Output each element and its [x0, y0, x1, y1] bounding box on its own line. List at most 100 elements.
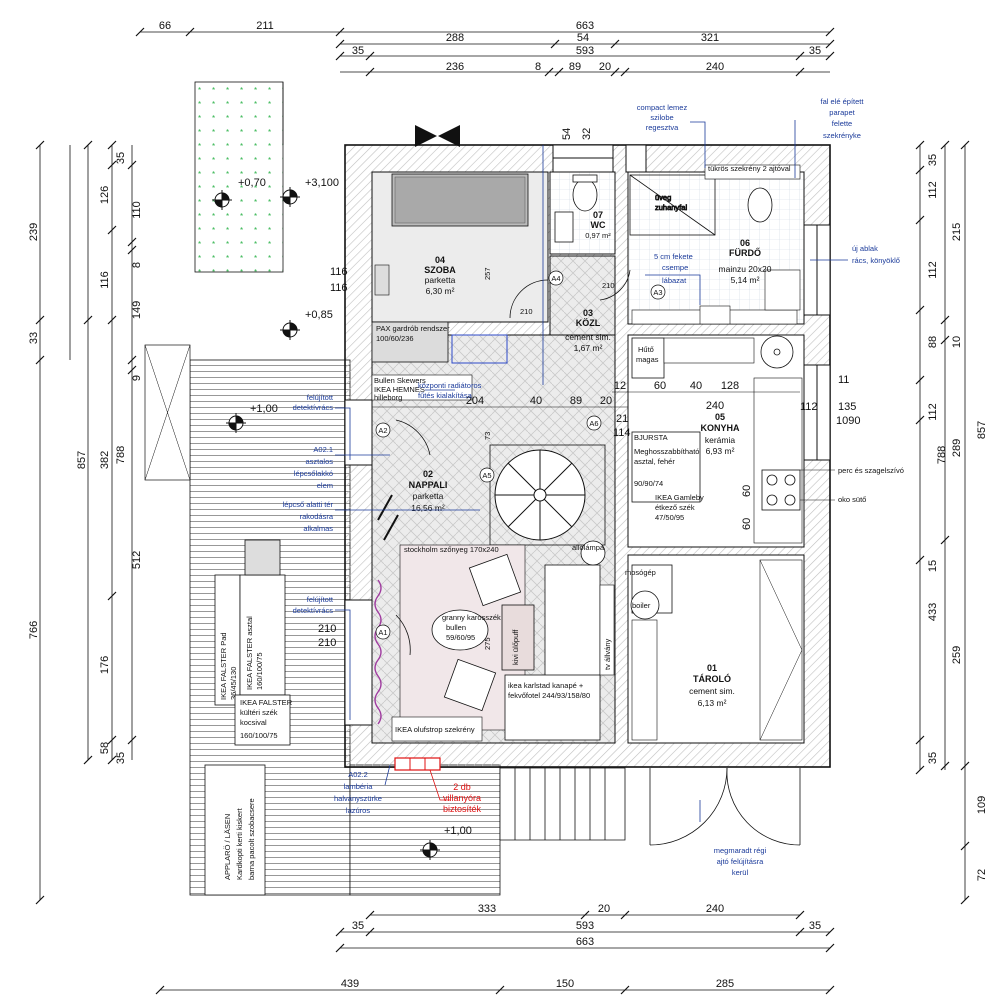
svg-text:20: 20	[600, 395, 612, 407]
dimension-labels-bottom: 333 20 240 35 593 35 663 439 150 285	[341, 903, 821, 990]
furniture-label: IKEA olufstrop szekrény	[395, 725, 475, 734]
stair-enclosure	[489, 444, 606, 546]
svg-text:TÁROLÓ: TÁROLÓ	[693, 673, 731, 684]
interior-dims: 116 116 204 40 89 20 12 60 40 128 240 11…	[318, 128, 860, 650]
svg-text:1,67 m²: 1,67 m²	[574, 343, 603, 353]
furniture-label: Bullen Skewers	[374, 376, 426, 385]
dim-label: 211	[256, 20, 274, 32]
svg-text:ajtó felújításra: ajtó felújításra	[717, 857, 765, 866]
dim-label: 109	[976, 796, 988, 814]
svg-text:210: 210	[520, 307, 533, 316]
svg-text:+1,00: +1,00	[250, 403, 278, 415]
dimension-labels-right: 35 112 112 88 112 15 433 35 215 10 289 2…	[927, 154, 988, 881]
svg-text:07: 07	[593, 210, 603, 220]
dim-label: 321	[701, 32, 719, 44]
svg-text:regesztva: regesztva	[646, 123, 679, 132]
svg-text:biztosíték: biztosíték	[443, 804, 482, 814]
svg-text:NAPPALI: NAPPALI	[409, 480, 448, 490]
svg-text:parapet: parapet	[829, 108, 855, 117]
svg-text:rakodásra: rakodásra	[300, 512, 334, 521]
svg-text:04: 04	[435, 255, 445, 265]
svg-text:FÜRDŐ: FÜRDŐ	[729, 247, 761, 258]
furniture-label: magas	[636, 355, 659, 364]
svg-text:05: 05	[715, 412, 725, 422]
dim-label: 240	[706, 903, 724, 915]
svg-text:275: 275	[483, 637, 492, 650]
svg-text:detektívrács: detektívrács	[293, 403, 334, 412]
dimension-labels-top: 66 211 663 288 54 321 35 593 35 236 8 89…	[159, 20, 821, 73]
svg-text:villanyóra: villanyóra	[443, 793, 481, 803]
furniture-label: IKEA HEMNES	[374, 385, 425, 394]
svg-text:135: 135	[838, 401, 856, 413]
svg-text:210: 210	[602, 281, 615, 290]
furniture-label: 90/90/74	[634, 479, 663, 488]
furniture-label: kültéri szék	[240, 708, 278, 717]
svg-text:mainzu 20x20: mainzu 20x20	[719, 264, 772, 274]
storage-closet	[759, 559, 803, 741]
svg-text:alkalmas: alkalmas	[303, 524, 333, 533]
dim-label: 333	[478, 903, 496, 915]
furniture-label: BJURSTA	[634, 433, 668, 442]
svg-text:KONYHA: KONYHA	[700, 423, 740, 433]
armchair-2	[443, 658, 497, 712]
fridge: Hűtő magas	[631, 337, 665, 379]
svg-text:detektívrács: detektívrács	[293, 606, 334, 615]
svg-text:új ablak: új ablak	[852, 244, 878, 253]
dim-label: 9	[131, 375, 143, 381]
svg-text:A02.2: A02.2	[348, 770, 368, 779]
furniture-label: tükrös szekrény 2 ajtóval	[708, 164, 791, 173]
svg-text:6,93 m²: 6,93 m²	[706, 446, 735, 456]
svg-text:központi radiátoros: központi radiátoros	[418, 381, 482, 390]
dim-label: 112	[927, 261, 939, 279]
furniture-label: 59/60/95	[446, 633, 475, 642]
toilet-bath	[747, 187, 773, 223]
furniture-label: Hűtő	[638, 345, 654, 354]
dim-label: 35	[927, 752, 939, 764]
furniture-label: IKEA FALSTER Pad	[219, 632, 228, 700]
svg-text:A6: A6	[589, 419, 598, 428]
dim-label: 15	[927, 560, 939, 572]
dim-label: 788	[936, 446, 948, 464]
svg-text:40: 40	[530, 395, 542, 407]
door-tag-labels: A1 A2 A4 A3 A6 A5	[378, 274, 662, 637]
room-label-kozl: 03 KÖZL cement sim. 1,67 m²	[565, 308, 611, 353]
dim-label: 35	[115, 752, 127, 764]
svg-text:cement sim.: cement sim.	[689, 686, 735, 696]
furniture-label: kocsival	[240, 718, 267, 727]
dim-label: 88	[927, 336, 939, 348]
dim-label: 433	[927, 603, 939, 621]
dim-label: 72	[976, 869, 988, 881]
dim-label: 10	[951, 336, 963, 348]
svg-text:54: 54	[561, 128, 573, 140]
svg-text:felújított: felújított	[307, 393, 334, 402]
pouf	[501, 604, 535, 671]
outdoor-table: IKEA FALSTER asztal 160/100/75	[239, 574, 286, 696]
svg-text:01: 01	[707, 663, 717, 673]
dim-label: 150	[556, 978, 574, 990]
furniture-label: IKEA FALSTER	[240, 698, 293, 707]
furniture-label: IKEA FALSTER asztal	[245, 616, 254, 690]
dim-label: 512	[131, 551, 143, 569]
svg-text:60: 60	[741, 485, 753, 497]
svg-text:A2: A2	[378, 426, 387, 435]
dim-label: 439	[341, 978, 359, 990]
svg-text:1090: 1090	[836, 415, 860, 427]
dimensions-left	[35, 140, 137, 905]
dim-label: 240	[706, 61, 724, 73]
dim-label: 8	[131, 262, 143, 268]
furniture-label: fekvőfotel 244/93/158/80	[508, 691, 590, 700]
svg-text:2 db: 2 db	[453, 782, 471, 792]
svg-text:rács, könyöklő: rács, könyöklő	[852, 256, 900, 265]
svg-text:03: 03	[583, 308, 593, 318]
dim-label: 54	[577, 32, 589, 44]
toilet-wc	[554, 174, 598, 243]
svg-text:116: 116	[330, 282, 348, 294]
svg-text:112: 112	[800, 401, 818, 413]
coffee-table: granny karosszék bullen 59/60/95	[431, 609, 501, 651]
furniture-label: hilleborg	[374, 393, 402, 402]
dim-label: 288	[446, 32, 464, 44]
svg-text:60: 60	[654, 380, 666, 392]
room-label-tarolo: 01 TÁROLÓ cement sim. 6,13 m²	[689, 663, 735, 708]
svg-text:06: 06	[740, 238, 750, 248]
radiator	[699, 305, 731, 325]
